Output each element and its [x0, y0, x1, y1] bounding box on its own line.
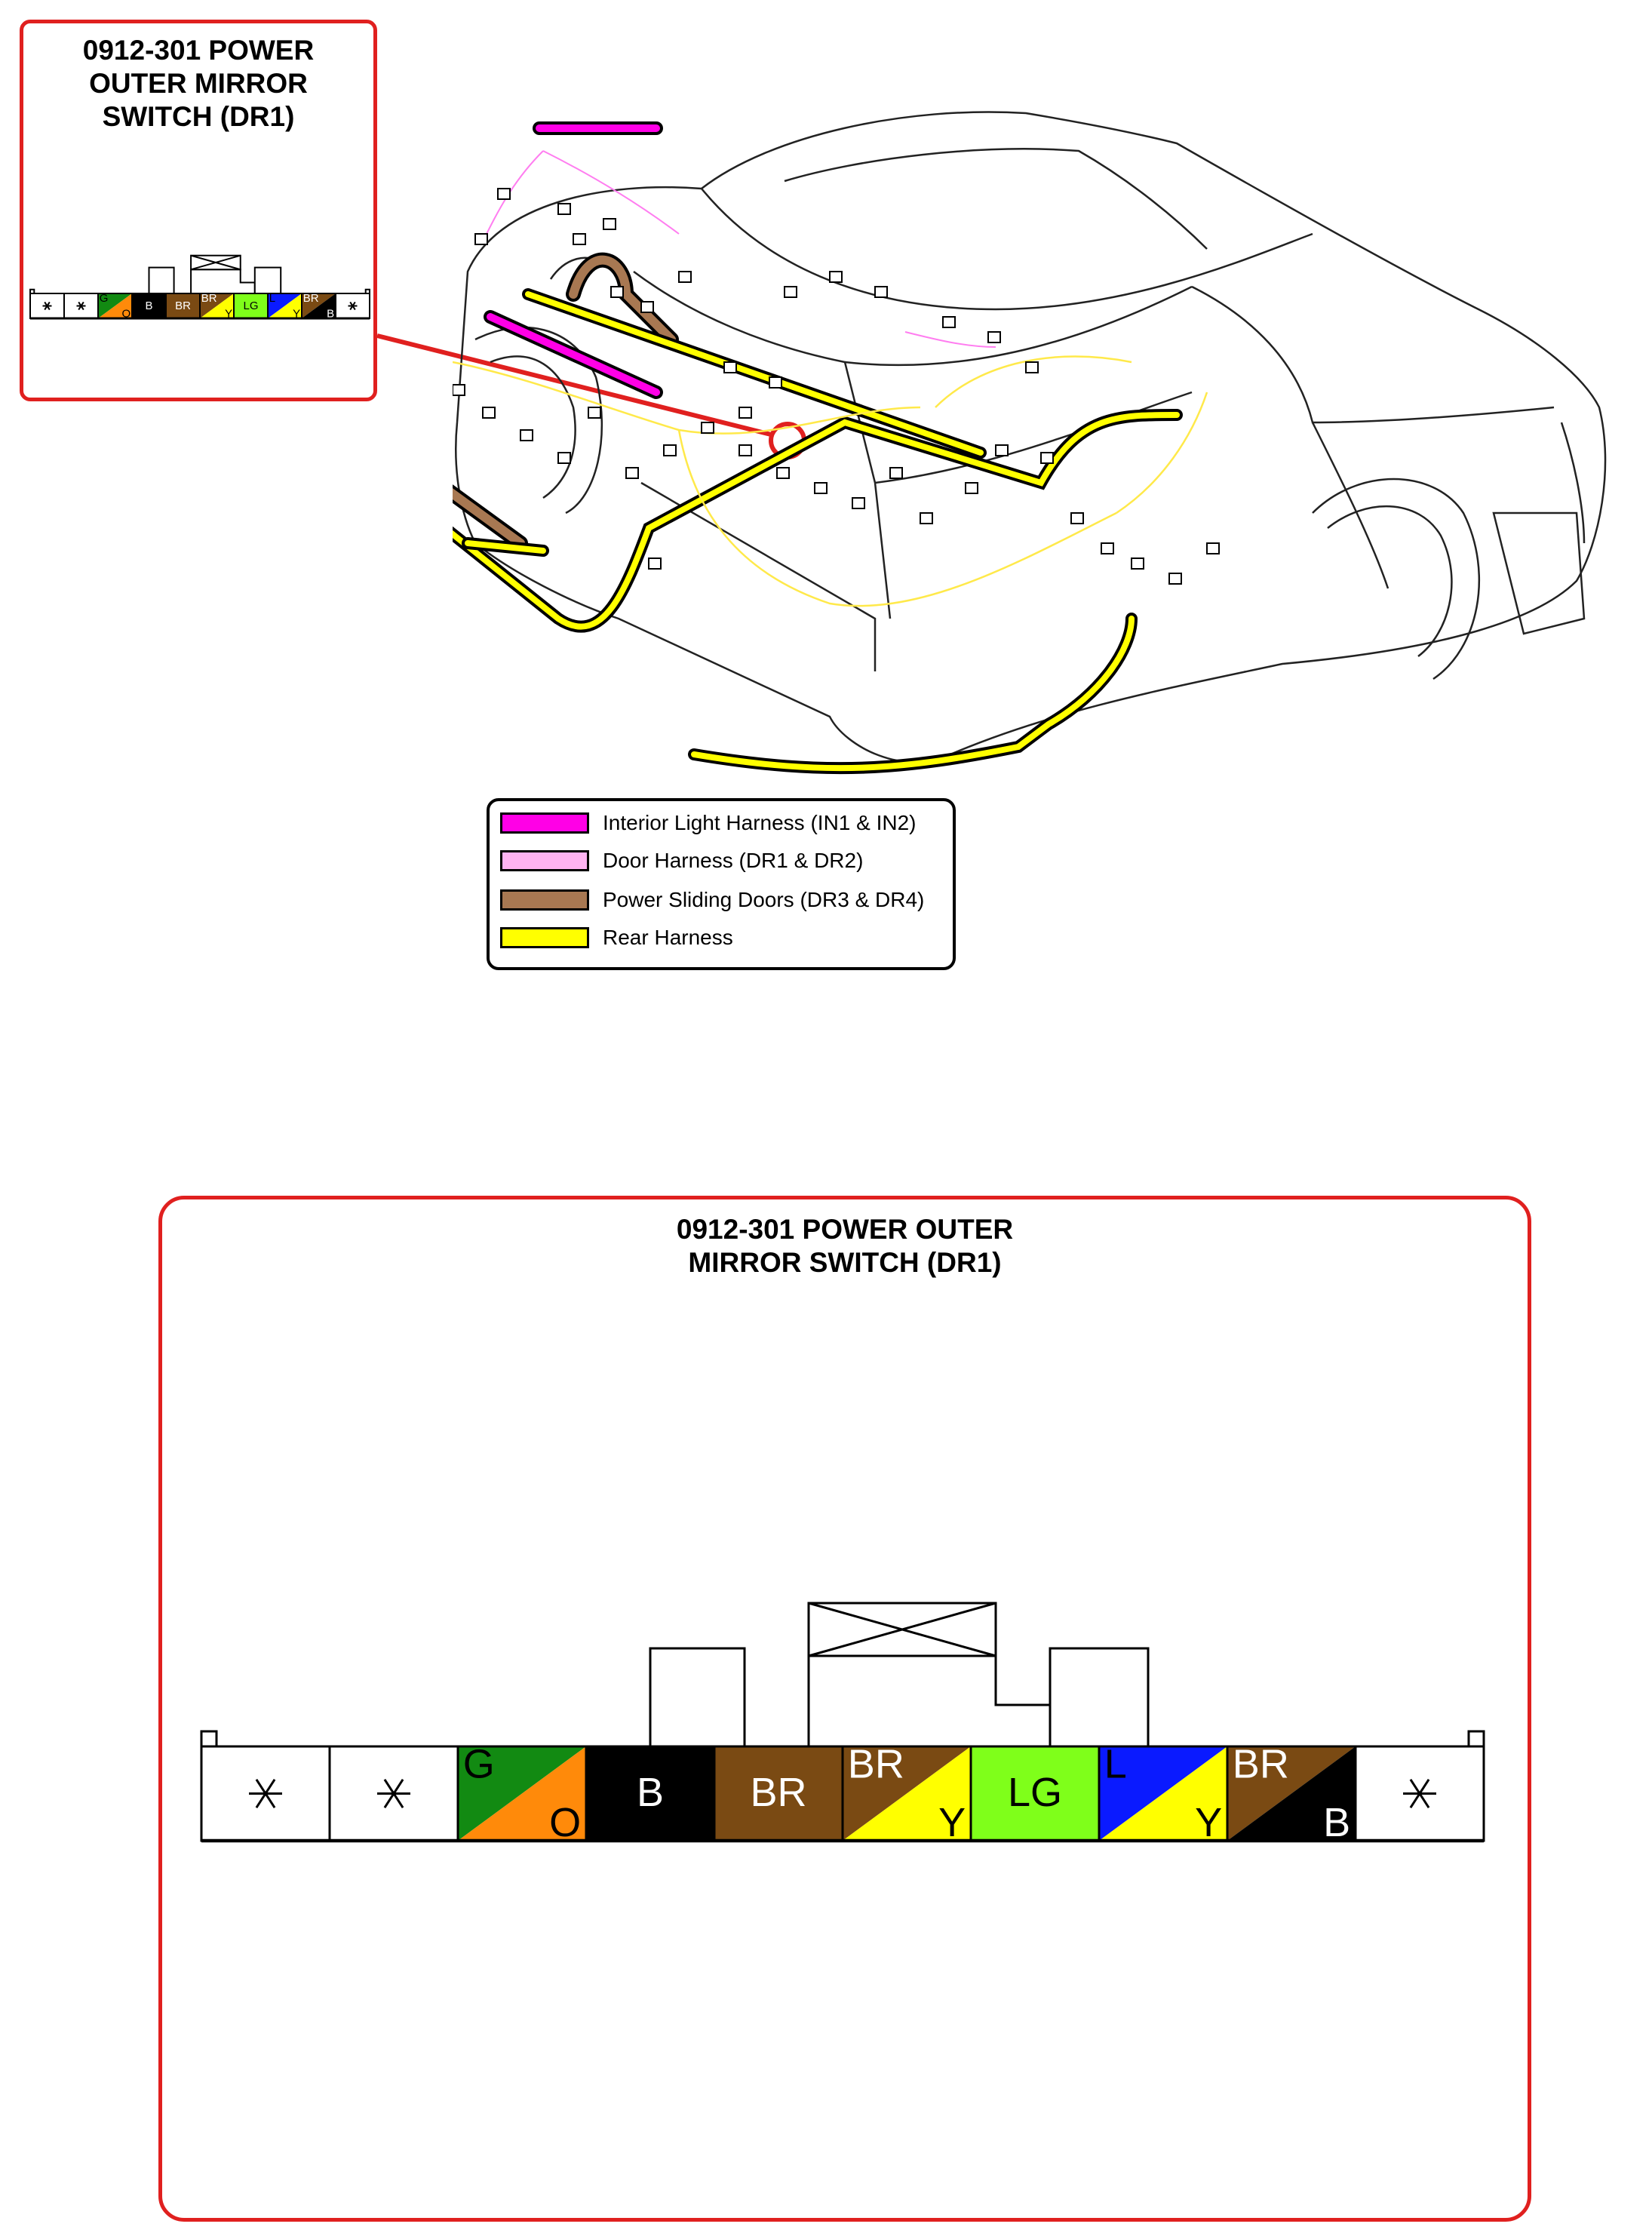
legend-item: Power Sliding Doors (DR3 & DR4): [500, 887, 924, 913]
wire-color-label: BR: [175, 299, 191, 312]
connector-pin: [200, 1745, 331, 1842]
legend-label: Power Sliding Doors (DR3 & DR4): [603, 888, 925, 911]
legend-label: Rear Harness: [603, 926, 733, 949]
wire-color-label: BR: [750, 1770, 806, 1815]
legend-label: Door Harness (DR1 & DR2): [603, 849, 864, 872]
connector-pin: BR Y: [841, 1741, 972, 1845]
wire-color-label: LG: [1008, 1770, 1062, 1815]
wire-color-label: B: [145, 299, 152, 312]
connector-housing: [200, 1602, 1485, 1748]
legend-swatch: [500, 889, 589, 911]
wire-color-label: Y: [1195, 1800, 1222, 1845]
legend-swatch: [500, 812, 589, 834]
unused-pin-mark: [76, 301, 86, 311]
connector-pin: LG: [969, 1745, 1101, 1842]
legend-swatch: [500, 850, 589, 871]
connector-pin: GO: [456, 1741, 588, 1845]
legend-item: Rear Harness: [500, 925, 733, 951]
wire-color-label: LG: [243, 299, 258, 312]
connector-callout-small: 0912-301 POWER OUTER MIRROR SWITCH (DR1)…: [20, 20, 377, 401]
legend-label: Interior Light Harness (IN1 & IN2): [603, 811, 917, 834]
unused-pin-mark: [377, 1778, 410, 1809]
connector-title-small: 0912-301 POWER OUTER MIRROR SWITCH (DR1): [82, 35, 315, 132]
unused-pin-mark: [249, 1778, 282, 1809]
legend-item: Interior Light Harness (IN1 & IN2): [500, 810, 917, 836]
legend-swatch: [500, 927, 589, 948]
wire-color-label: Y: [225, 307, 232, 320]
connector-pin: BR B: [301, 292, 336, 320]
unused-pin-mark: [42, 301, 52, 311]
connector-callout-large: 0912-301 POWER OUTER MIRROR SWITCH (DR1)…: [158, 1196, 1531, 2222]
harness-legend: Interior Light Harness (IN1 & IN2) Door …: [487, 798, 956, 970]
connector-pin: [63, 293, 99, 319]
wire-color-label: L: [1104, 1741, 1127, 1786]
wire-color-label: B: [637, 1770, 664, 1815]
connector-pin: LY: [267, 292, 302, 320]
wire-color-label: B: [327, 307, 334, 320]
wire-color-label: BR: [848, 1741, 904, 1786]
connector-pin: [29, 293, 65, 319]
connector-pin: LG: [233, 293, 269, 319]
unused-pin-mark: [348, 301, 358, 311]
connector-pin: BR: [713, 1745, 844, 1842]
connector-pin: [1354, 1745, 1485, 1842]
unused-pin-mark: [1403, 1778, 1436, 1809]
connector-housing: [29, 254, 370, 294]
wire-color-label: G: [463, 1741, 495, 1786]
connector-pin: B: [585, 1745, 716, 1842]
car-wiring-illustration: [453, 111, 1607, 775]
connector-pin: BR Y: [199, 292, 235, 320]
wire-color-label: B: [1323, 1800, 1350, 1845]
connector-pin: BR B: [1226, 1741, 1357, 1845]
wire-color-label: L: [269, 292, 275, 305]
wire-color-label: Y: [293, 307, 300, 320]
wire-color-label: BR: [303, 292, 319, 305]
wire-color-label: G: [100, 292, 109, 305]
wire-color-label: BR: [1233, 1741, 1289, 1786]
connector-title-large: 0912-301 POWER OUTER MIRROR SWITCH (DR1): [676, 1214, 1014, 1278]
wire-color-label: O: [122, 307, 131, 320]
wire-color-label: O: [549, 1800, 581, 1845]
connector-pin: [328, 1745, 459, 1842]
legend-item: Door Harness (DR1 & DR2): [500, 848, 863, 874]
connector-pin: LY: [1098, 1741, 1229, 1845]
wire-color-label: BR: [201, 292, 217, 305]
wire-color-label: Y: [938, 1800, 966, 1845]
